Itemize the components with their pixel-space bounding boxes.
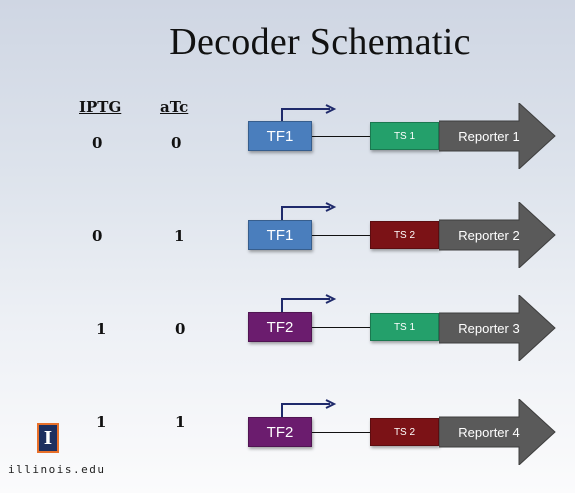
- row2-ts-box: TS 2: [370, 221, 439, 249]
- row3-reporter-arrow: Reporter 3: [439, 295, 556, 361]
- row3-reporter-label: Reporter 3: [458, 320, 520, 336]
- illinois-block-i-icon: I: [37, 423, 59, 453]
- row2-reporter-label: Reporter 2: [458, 227, 520, 243]
- row1-iptg-value: 0: [92, 134, 103, 152]
- row3-ts-box: TS 1: [370, 313, 439, 341]
- row3-connector-line: [312, 327, 370, 328]
- row3-atc-value: 0: [175, 320, 186, 338]
- row3-tf-box: TF2: [248, 312, 312, 342]
- row1-reporter-arrow: Reporter 1: [439, 103, 556, 169]
- row1-tf-box: TF1: [248, 121, 312, 151]
- row1-reporter-label: Reporter 1: [458, 128, 520, 144]
- row4-promoter-arrow-icon: [281, 399, 337, 417]
- row1-atc-value: 0: [171, 134, 182, 152]
- page-title: Decoder Schematic: [169, 21, 471, 63]
- row2-atc-value: 1: [174, 227, 185, 245]
- row2-promoter-arrow-icon: [281, 202, 337, 220]
- row3-iptg-value: 1: [96, 320, 107, 338]
- row1-promoter-arrow-icon: [281, 104, 337, 122]
- row1-connector-line: [312, 136, 370, 137]
- row4-reporter-label: Reporter 4: [458, 424, 520, 440]
- row4-reporter-arrow: Reporter 4: [439, 399, 556, 465]
- row2-iptg-value: 0: [92, 227, 103, 245]
- footer-text: illinois.edu: [8, 463, 106, 476]
- row4-connector-line: [312, 432, 370, 433]
- row2-connector-line: [312, 235, 370, 236]
- row4-tf-box: TF2: [248, 417, 312, 447]
- row1-ts-box: TS 1: [370, 122, 439, 150]
- atc-header: aTc: [160, 98, 189, 116]
- row3-promoter-arrow-icon: [281, 294, 337, 312]
- row2-reporter-arrow: Reporter 2: [439, 202, 556, 268]
- row2-tf-box: TF1: [248, 220, 312, 250]
- row4-atc-value: 1: [175, 413, 186, 431]
- iptg-header: IPTG: [79, 98, 122, 116]
- row4-iptg-value: 1: [96, 413, 107, 431]
- row4-ts-box: TS 2: [370, 418, 439, 446]
